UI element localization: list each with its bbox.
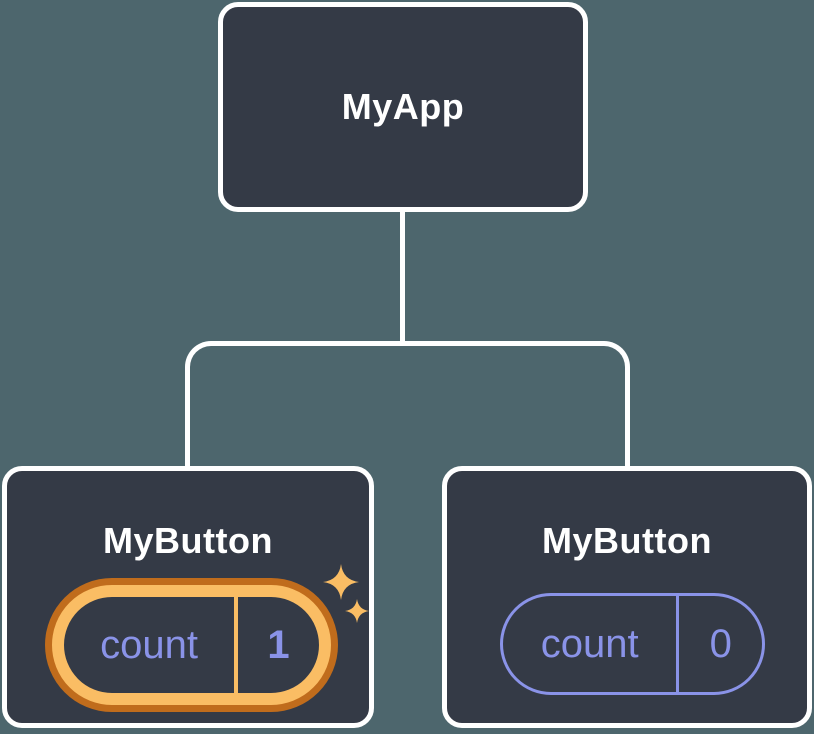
state-name: count	[100, 622, 198, 667]
state-value: 1	[267, 622, 290, 667]
node-mybutton-2-label: MyButton	[542, 520, 712, 561]
connector-stem	[400, 212, 405, 346]
node-mybutton-2: MyButton count 0	[442, 466, 812, 728]
pill-divider	[234, 597, 239, 693]
node-myapp: MyApp	[218, 2, 588, 212]
node-myapp-label: MyApp	[341, 86, 465, 127]
connector-branch	[185, 341, 630, 468]
node-mybutton-1: MyButton count 1	[2, 466, 374, 728]
state-value: 0	[709, 621, 732, 666]
sparkles-icon	[323, 564, 369, 623]
state-pill-highlighted: count 1	[52, 585, 331, 705]
state-name: count	[540, 621, 639, 666]
state-pill: count 0	[500, 593, 765, 695]
node-mybutton-1-label: MyButton	[103, 520, 273, 561]
pill-divider	[676, 596, 680, 692]
